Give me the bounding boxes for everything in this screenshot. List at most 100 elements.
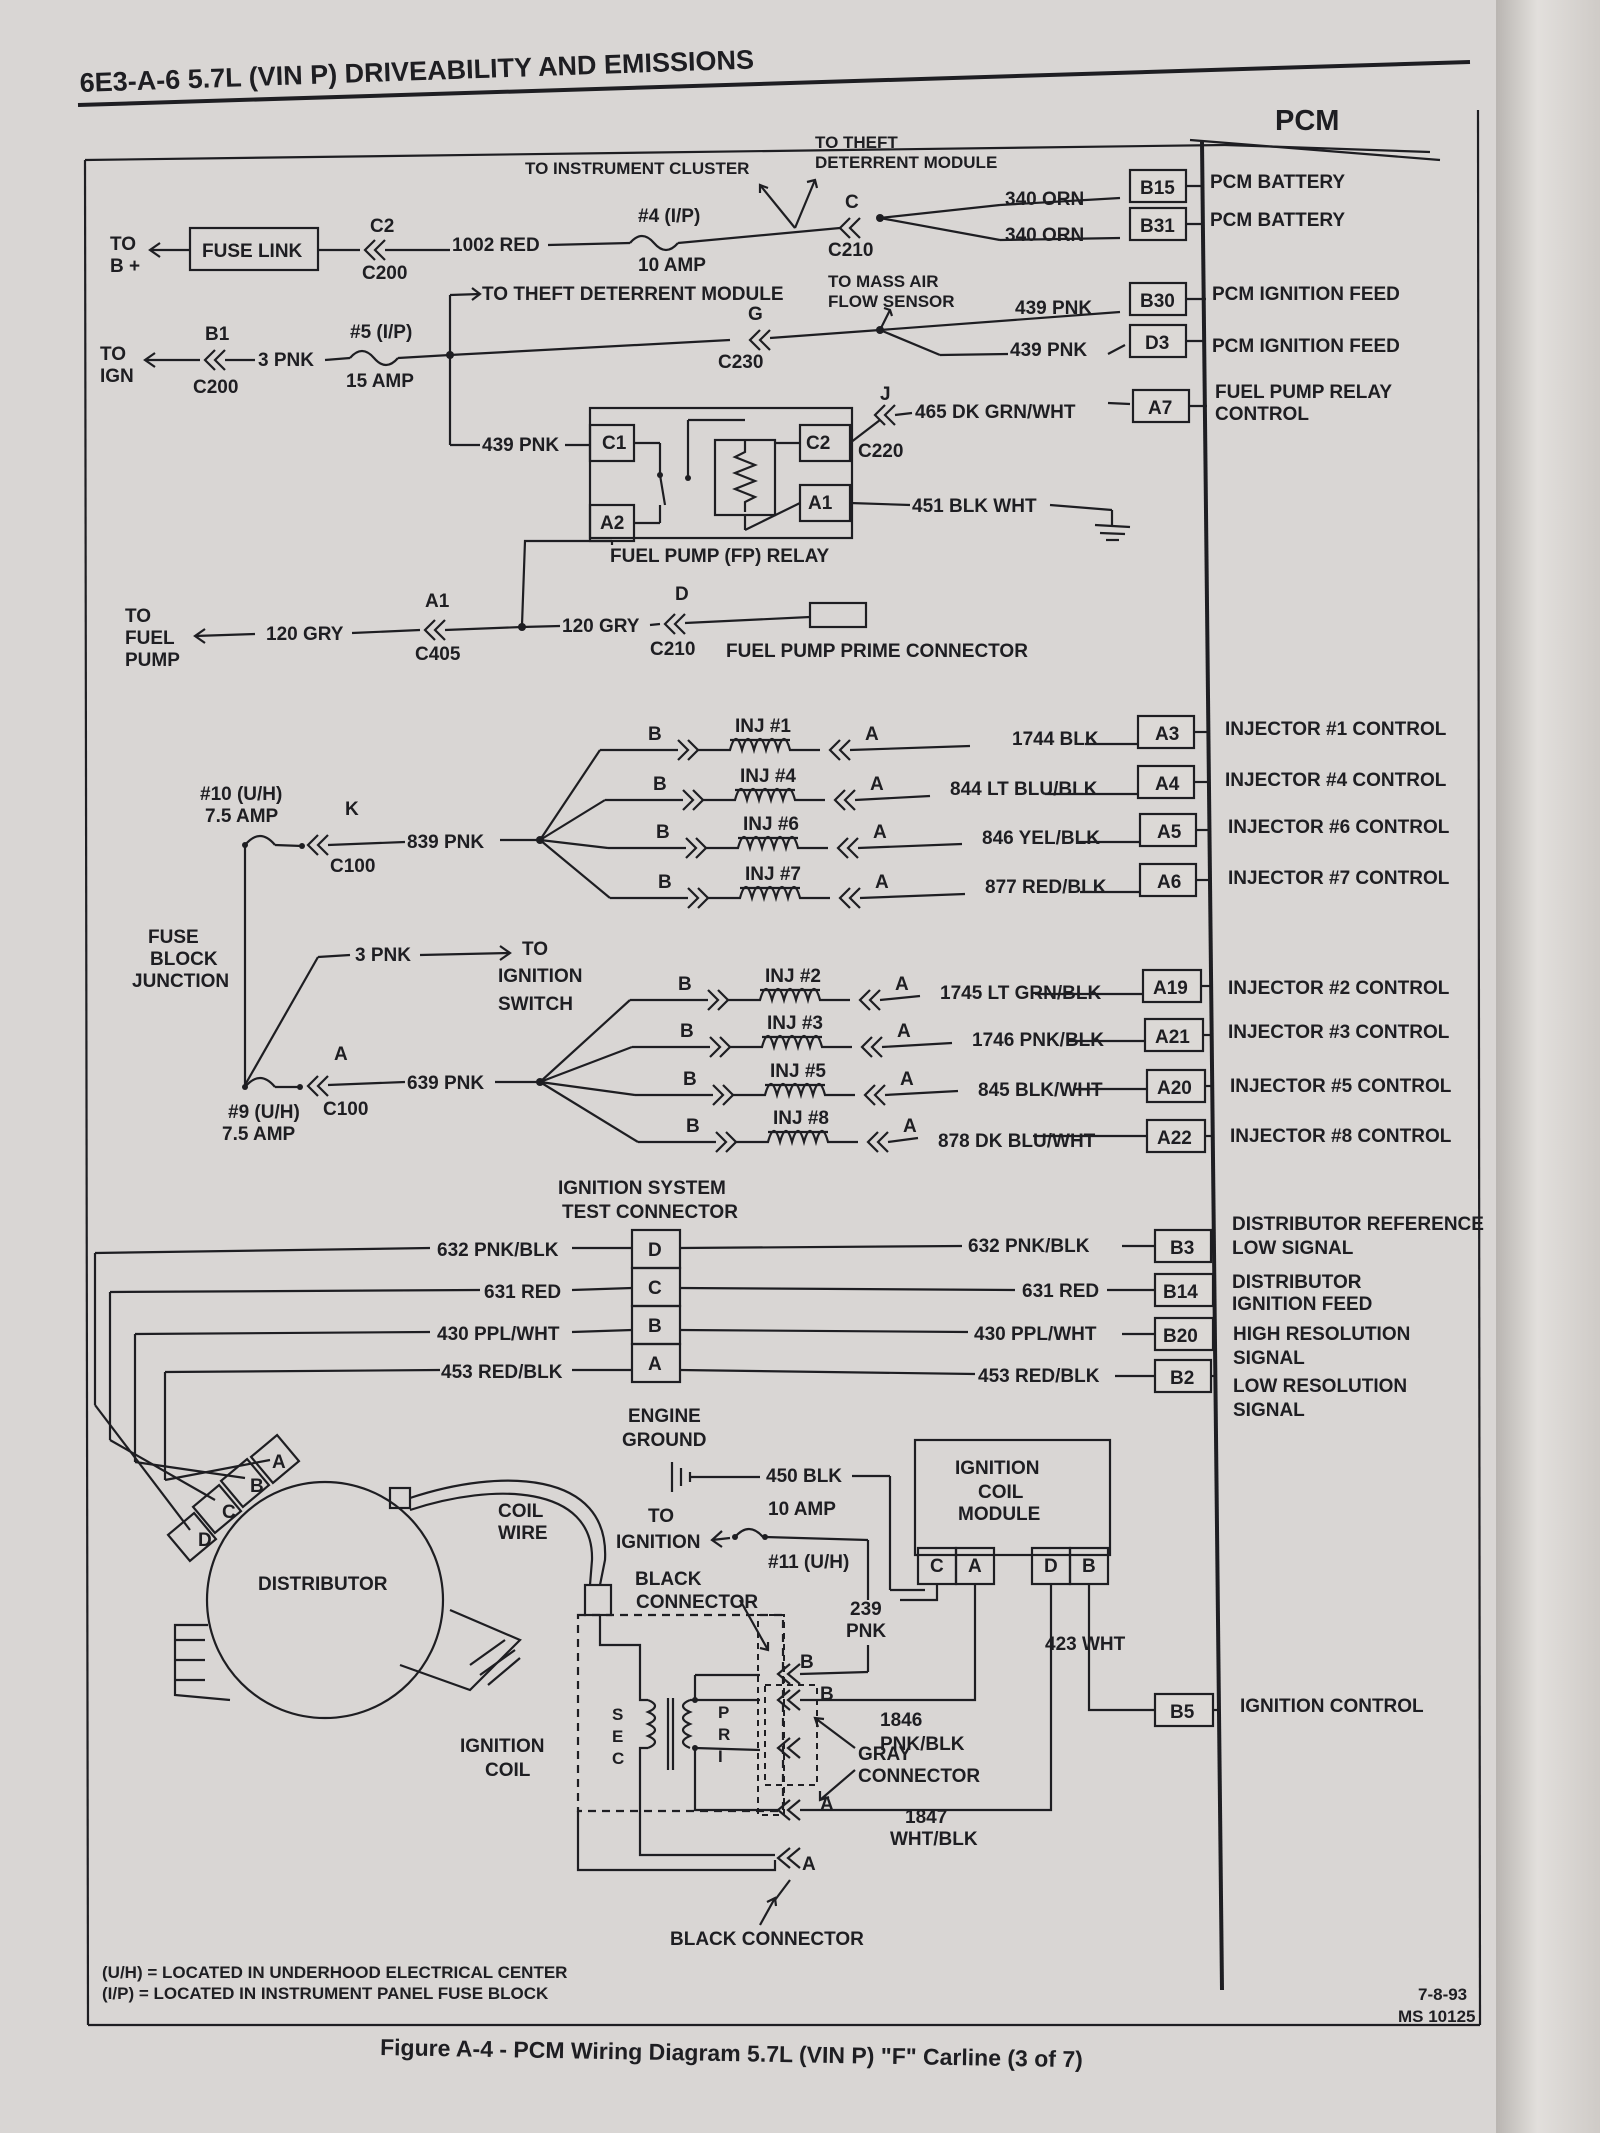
svg-text:453 RED/BLK: 453 RED/BLK <box>441 1362 563 1383</box>
inj-pin-a-label: A <box>895 974 909 995</box>
svg-text:INJECTOR #8 CONTROL: INJECTOR #8 CONTROL <box>1230 1126 1452 1147</box>
inj-connector-a <box>836 837 859 859</box>
svg-text:C: C <box>648 1278 662 1299</box>
svg-text:PCM IGNITION FEED: PCM IGNITION FEED <box>1212 336 1400 357</box>
svg-text:439 PNK: 439 PNK <box>1015 298 1092 319</box>
svg-text:C230: C230 <box>718 352 763 373</box>
svg-text:10 AMP: 10 AMP <box>768 1499 836 1520</box>
distributor-label: DISTRIBUTOR <box>258 1574 388 1595</box>
footnote-ip: (I/P) = LOCATED IN INSTRUMENT PANEL FUSE… <box>102 1984 549 2003</box>
svg-text:FUEL PUMP (FP) RELAY: FUEL PUMP (FP) RELAY <box>610 546 830 567</box>
svg-text:G: G <box>748 304 763 325</box>
svg-text:A: A <box>272 1452 286 1473</box>
svg-text:1002 RED: 1002 RED <box>452 235 540 256</box>
svg-text:LOW SIGNAL: LOW SIGNAL <box>1232 1238 1354 1259</box>
svg-text:C: C <box>222 1502 236 1523</box>
svg-text:E: E <box>612 1727 623 1746</box>
figure-caption: Figure A-4 - PCM Wiring Diagram 5.7L (VI… <box>380 2034 1083 2072</box>
inj-pin-a-label: A <box>873 822 887 843</box>
svg-text:D: D <box>198 1530 212 1551</box>
svg-text:P: P <box>718 1703 729 1722</box>
svg-text:450 BLK: 450 BLK <box>766 1466 842 1487</box>
svg-text:#4 (I/P): #4 (I/P) <box>638 206 700 227</box>
svg-text:IGNITION FEED: IGNITION FEED <box>1232 1294 1372 1315</box>
pcm-pin-A7: A7 FUEL PUMP RELAY CONTROL 465 DK GRN/WH… <box>915 382 1392 425</box>
svg-text:TEST CONNECTOR: TEST CONNECTOR <box>562 1202 738 1223</box>
svg-text:7.5 AMP: 7.5 AMP <box>222 1124 296 1145</box>
svg-text:B: B <box>648 1316 662 1337</box>
svg-text:INJECTOR #7 CONTROL: INJECTOR #7 CONTROL <box>1228 868 1450 889</box>
svg-text:B: B <box>1082 1556 1096 1577</box>
inj-connector-b <box>677 739 700 761</box>
inj-pin-b-label: B <box>686 1116 700 1137</box>
svg-text:IGN: IGN <box>100 366 134 387</box>
svg-text:453 RED/BLK: 453 RED/BLK <box>978 1366 1100 1387</box>
inj-pin-a-label: A <box>865 724 879 745</box>
coil-wire: COIL WIRE <box>409 1479 613 1617</box>
svg-text:PNK/BLK: PNK/BLK <box>880 1734 965 1755</box>
svg-text:COIL: COIL <box>485 1760 531 1781</box>
pcm-pin-B20: B20 HIGH RESOLUTION SIGNAL 430 PPL/WHT <box>974 1316 1410 1369</box>
inj-connector-a <box>858 989 881 1011</box>
pcm-pin-D3: D3 PCM IGNITION FEED 439 PNK <box>1010 323 1400 361</box>
manual-page <box>0 0 1520 2133</box>
date-code: 7-8-93 <box>1418 1985 1467 2004</box>
svg-text:PNK: PNK <box>846 1621 886 1642</box>
frame-left <box>83 159 90 2026</box>
svg-text:340 ORN: 340 ORN <box>1005 225 1084 246</box>
svg-text:DETERRENT MODULE: DETERRENT MODULE <box>815 153 997 172</box>
svg-text:439 PNK: 439 PNK <box>1010 340 1087 361</box>
svg-text:JUNCTION: JUNCTION <box>132 971 229 992</box>
svg-text:C210: C210 <box>650 639 695 660</box>
svg-text:844 LT BLU/BLK: 844 LT BLU/BLK <box>950 779 1098 800</box>
svg-text:632 PNK/BLK: 632 PNK/BLK <box>437 1240 559 1261</box>
svg-text:878 DK BLU/WHT: 878 DK BLU/WHT <box>938 1131 1096 1152</box>
page-header: 6E3-A-6 5.7L (VIN P) DRIVEABILITY AND EM… <box>79 44 754 98</box>
svg-text:FUEL: FUEL <box>125 628 175 649</box>
inj-pin-a-label: A <box>903 1116 917 1137</box>
ignition-coil: IGNITION COIL S E C P R I <box>460 1613 785 1813</box>
inj-pin-a-label: A <box>875 872 889 893</box>
svg-text:DISTRIBUTOR: DISTRIBUTOR <box>1232 1272 1362 1293</box>
svg-text:C100: C100 <box>323 1099 368 1120</box>
svg-text:IGNITION: IGNITION <box>460 1736 544 1757</box>
pcm-pin-A3: A3 INJECTOR #1 CONTROL 1744 BLK <box>1012 714 1447 750</box>
fuel-pump-relay: C1 A2 C2 A1 FUEL PUMP (FP) RELAY J C220 … <box>588 384 1131 567</box>
svg-text:TO INSTRUMENT CLUSTER: TO INSTRUMENT CLUSTER <box>525 159 749 178</box>
injector-bank-1: #10 (U/H) 7.5 AMP K C100 839 PNK <box>200 749 611 899</box>
svg-text:B +: B + <box>110 256 140 277</box>
svg-text:A4: A4 <box>1155 774 1180 795</box>
svg-text:I: I <box>718 1747 723 1766</box>
inj-pin-a-label: A <box>900 1069 914 1090</box>
svg-text:340 ORN: 340 ORN <box>1005 189 1084 210</box>
injector-name: INJ #3 <box>767 1013 823 1034</box>
svg-text:430 PPL/WHT: 430 PPL/WHT <box>437 1324 560 1345</box>
svg-text:SIGNAL: SIGNAL <box>1233 1348 1305 1369</box>
svg-text:B1: B1 <box>205 324 230 345</box>
ignition-coil-module: ENGINE GROUND 450 BLK IGNITION COIL MODU… <box>616 1406 1155 1850</box>
svg-text:B15: B15 <box>1140 178 1175 199</box>
svg-text:B31: B31 <box>1140 216 1175 237</box>
svg-text:B14: B14 <box>1163 1282 1198 1303</box>
svg-text:INJECTOR #4 CONTROL: INJECTOR #4 CONTROL <box>1225 770 1447 791</box>
inj-connector-b <box>685 837 708 859</box>
svg-text:A2: A2 <box>600 513 624 534</box>
b-plus-feed: TO B + FUSE LINK C2 C200 1002 RED #4 (I/… <box>110 133 1121 284</box>
svg-text:839 PNK: 839 PNK <box>407 832 484 853</box>
svg-text:FLOW SENSOR: FLOW SENSOR <box>828 292 955 311</box>
svg-text:120 GRY: 120 GRY <box>266 624 344 645</box>
svg-text:B5: B5 <box>1170 1702 1195 1723</box>
svg-text:A22: A22 <box>1157 1128 1192 1149</box>
svg-text:239: 239 <box>850 1599 882 1620</box>
svg-text:15 AMP: 15 AMP <box>346 371 414 392</box>
svg-text:PCM BATTERY: PCM BATTERY <box>1210 210 1345 231</box>
inj-pin-b-label: B <box>648 724 662 745</box>
svg-text:INJECTOR #5 CONTROL: INJECTOR #5 CONTROL <box>1230 1076 1452 1097</box>
inj-pin-b-label: B <box>678 974 692 995</box>
svg-text:C2: C2 <box>370 216 394 237</box>
svg-text:LOW RESOLUTION: LOW RESOLUTION <box>1233 1376 1407 1397</box>
pcm-pin-B5: B5 IGNITION CONTROL <box>1153 1692 1424 1728</box>
